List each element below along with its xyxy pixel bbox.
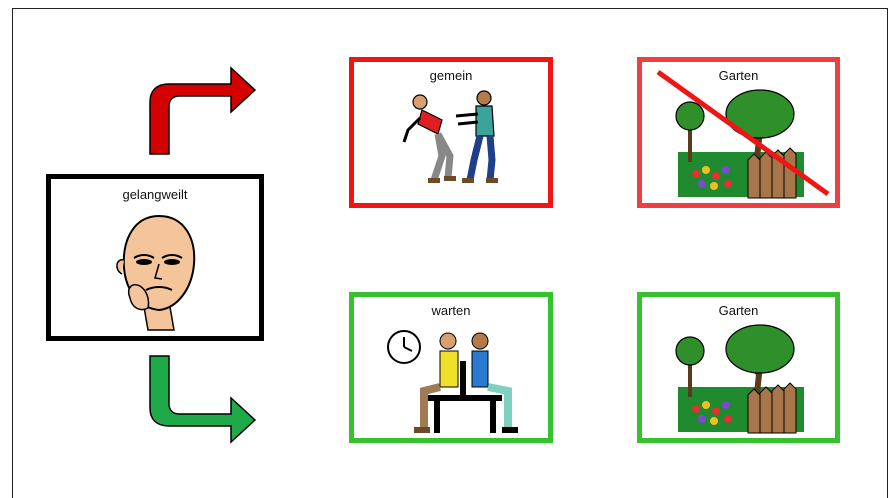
bent-arrow-down-right-icon — [147, 354, 257, 446]
card-garten-crossed: Garten — [637, 57, 840, 208]
garden-crossed-out-icon — [642, 62, 835, 203]
card-gemein-label: gemein — [354, 68, 548, 83]
card-warten: warten — [349, 292, 553, 443]
pushing-people-icon — [398, 90, 508, 190]
card-warten-label: warten — [354, 303, 548, 318]
bored-face-icon — [104, 212, 214, 332]
source-card-gelangweilt: gelangweilt — [46, 174, 264, 341]
waiting-people-icon — [384, 325, 534, 437]
garden-icon — [642, 297, 835, 438]
card-gemein: gemein — [349, 57, 553, 208]
source-card-label: gelangweilt — [51, 187, 259, 202]
bent-arrow-up-right-icon — [147, 66, 257, 158]
card-garten: Garten — [637, 292, 840, 443]
